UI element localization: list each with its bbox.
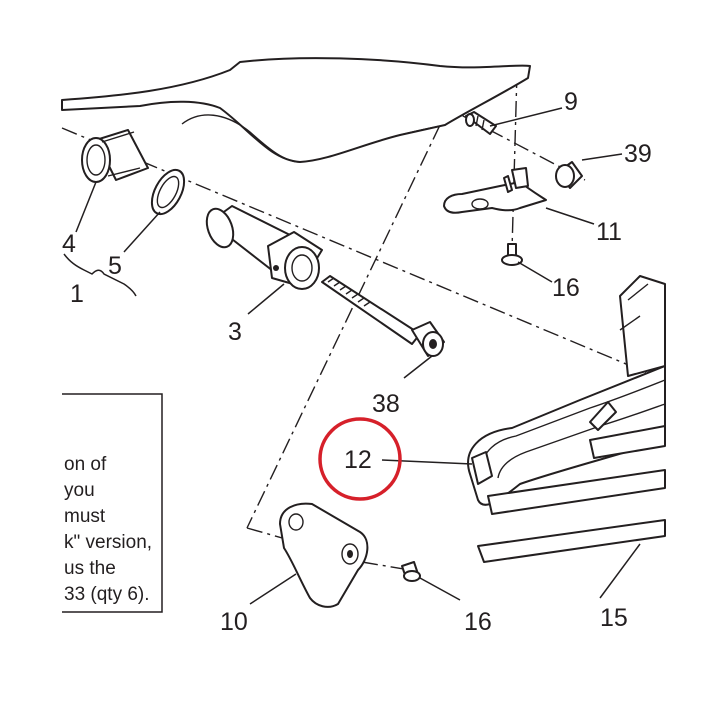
leader-lines [75, 107, 641, 605]
part-5-seal-ring [150, 168, 186, 216]
group-brace [63, 253, 137, 297]
callout-10: 10 [220, 608, 248, 636]
callout-4: 4 [62, 230, 76, 258]
callout-15: 15 [600, 604, 628, 632]
note-line-6: 33 (qty 6). [64, 584, 150, 605]
callout-5: 5 [108, 252, 122, 280]
note-line-2: you [64, 480, 95, 501]
note-box: on of you must k" version, us the 33 (qt… [62, 393, 163, 613]
part-16-screw-lower [401, 561, 421, 582]
note-line-4: k" version, [64, 532, 152, 553]
callout-labels: 1 3 4 5 9 10 11 12 15 16 16 38 39 [62, 88, 652, 636]
part-9-stud [465, 111, 497, 135]
part-11-lever-bracket [443, 167, 547, 214]
upper-housing [61, 57, 531, 163]
callout-9: 9 [564, 88, 578, 116]
part-10-plate [279, 502, 369, 608]
note-line-1: on of [64, 454, 107, 475]
part-3-sleeve [205, 205, 323, 290]
part-39-cap [555, 161, 583, 189]
callout-1: 1 [70, 280, 84, 308]
part-4-bearing [81, 129, 149, 183]
highlight-circle [318, 417, 402, 501]
part-15-rail [477, 519, 666, 563]
part-38-bolt [321, 275, 445, 357]
note-line-5: us the [64, 558, 116, 579]
callout-3: 3 [228, 318, 242, 346]
callout-16-upper: 16 [552, 274, 580, 302]
callout-38: 38 [372, 390, 400, 418]
part-12-swing-arm [467, 275, 666, 515]
part-16-screw-upper [501, 243, 523, 266]
callout-39: 39 [624, 140, 652, 168]
callout-12: 12 [344, 446, 372, 474]
note-line-3: must [64, 506, 106, 527]
callout-11: 11 [596, 218, 622, 246]
callout-16-lower: 16 [464, 608, 492, 636]
